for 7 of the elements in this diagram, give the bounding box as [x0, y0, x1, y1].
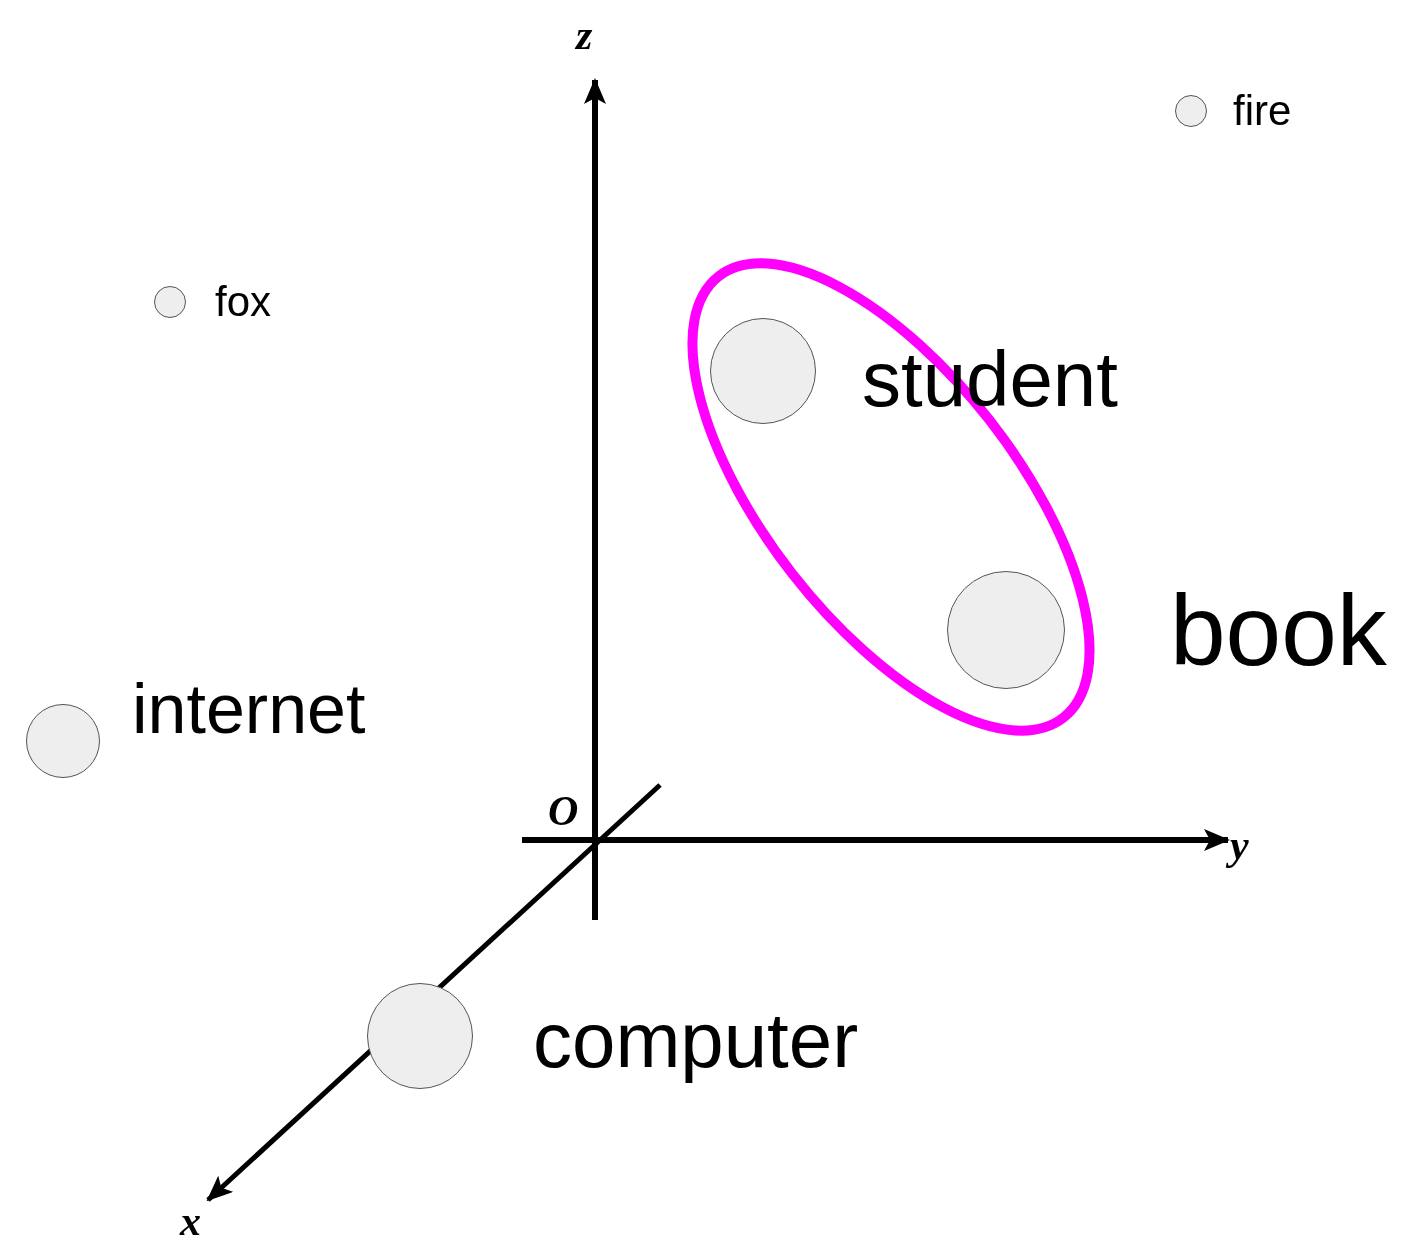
word-label: fox: [215, 281, 272, 323]
word-label: internet: [132, 674, 366, 744]
axis-label: z: [576, 14, 593, 56]
word-label: book: [1170, 580, 1387, 680]
axis-label: x: [180, 1200, 201, 1241]
axis-label: O: [548, 790, 579, 832]
word-label: fire: [1233, 90, 1292, 132]
